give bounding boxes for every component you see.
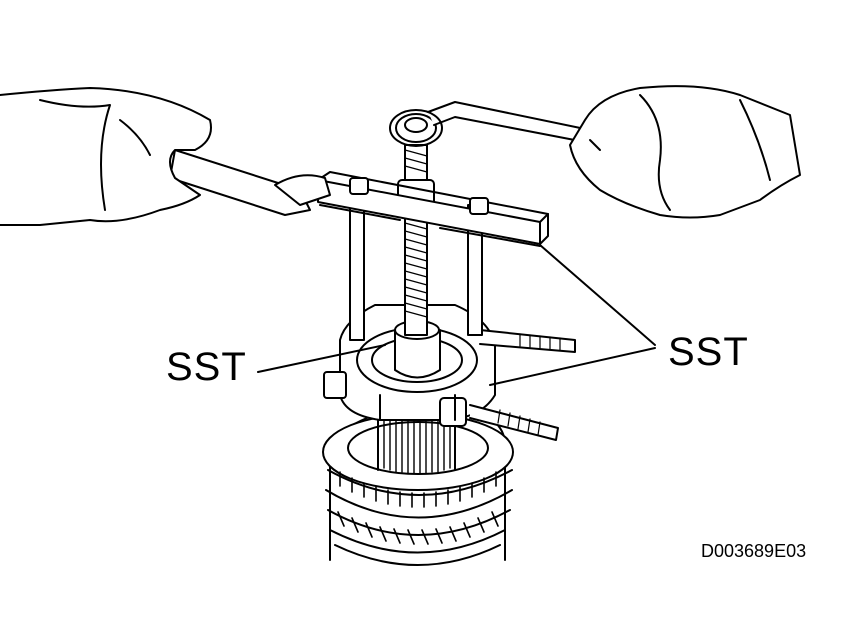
adjustable-wrench	[170, 150, 330, 215]
gear-stack	[323, 404, 513, 565]
sst-label-left: SST	[166, 345, 247, 389]
left-hand	[0, 88, 211, 225]
sst-label-right: SST	[668, 330, 749, 374]
figure-code: D003689E03	[701, 541, 807, 561]
puller-rods	[350, 205, 482, 340]
right-hand	[570, 86, 800, 217]
leader-lines	[258, 245, 655, 385]
center-screw	[396, 114, 436, 335]
